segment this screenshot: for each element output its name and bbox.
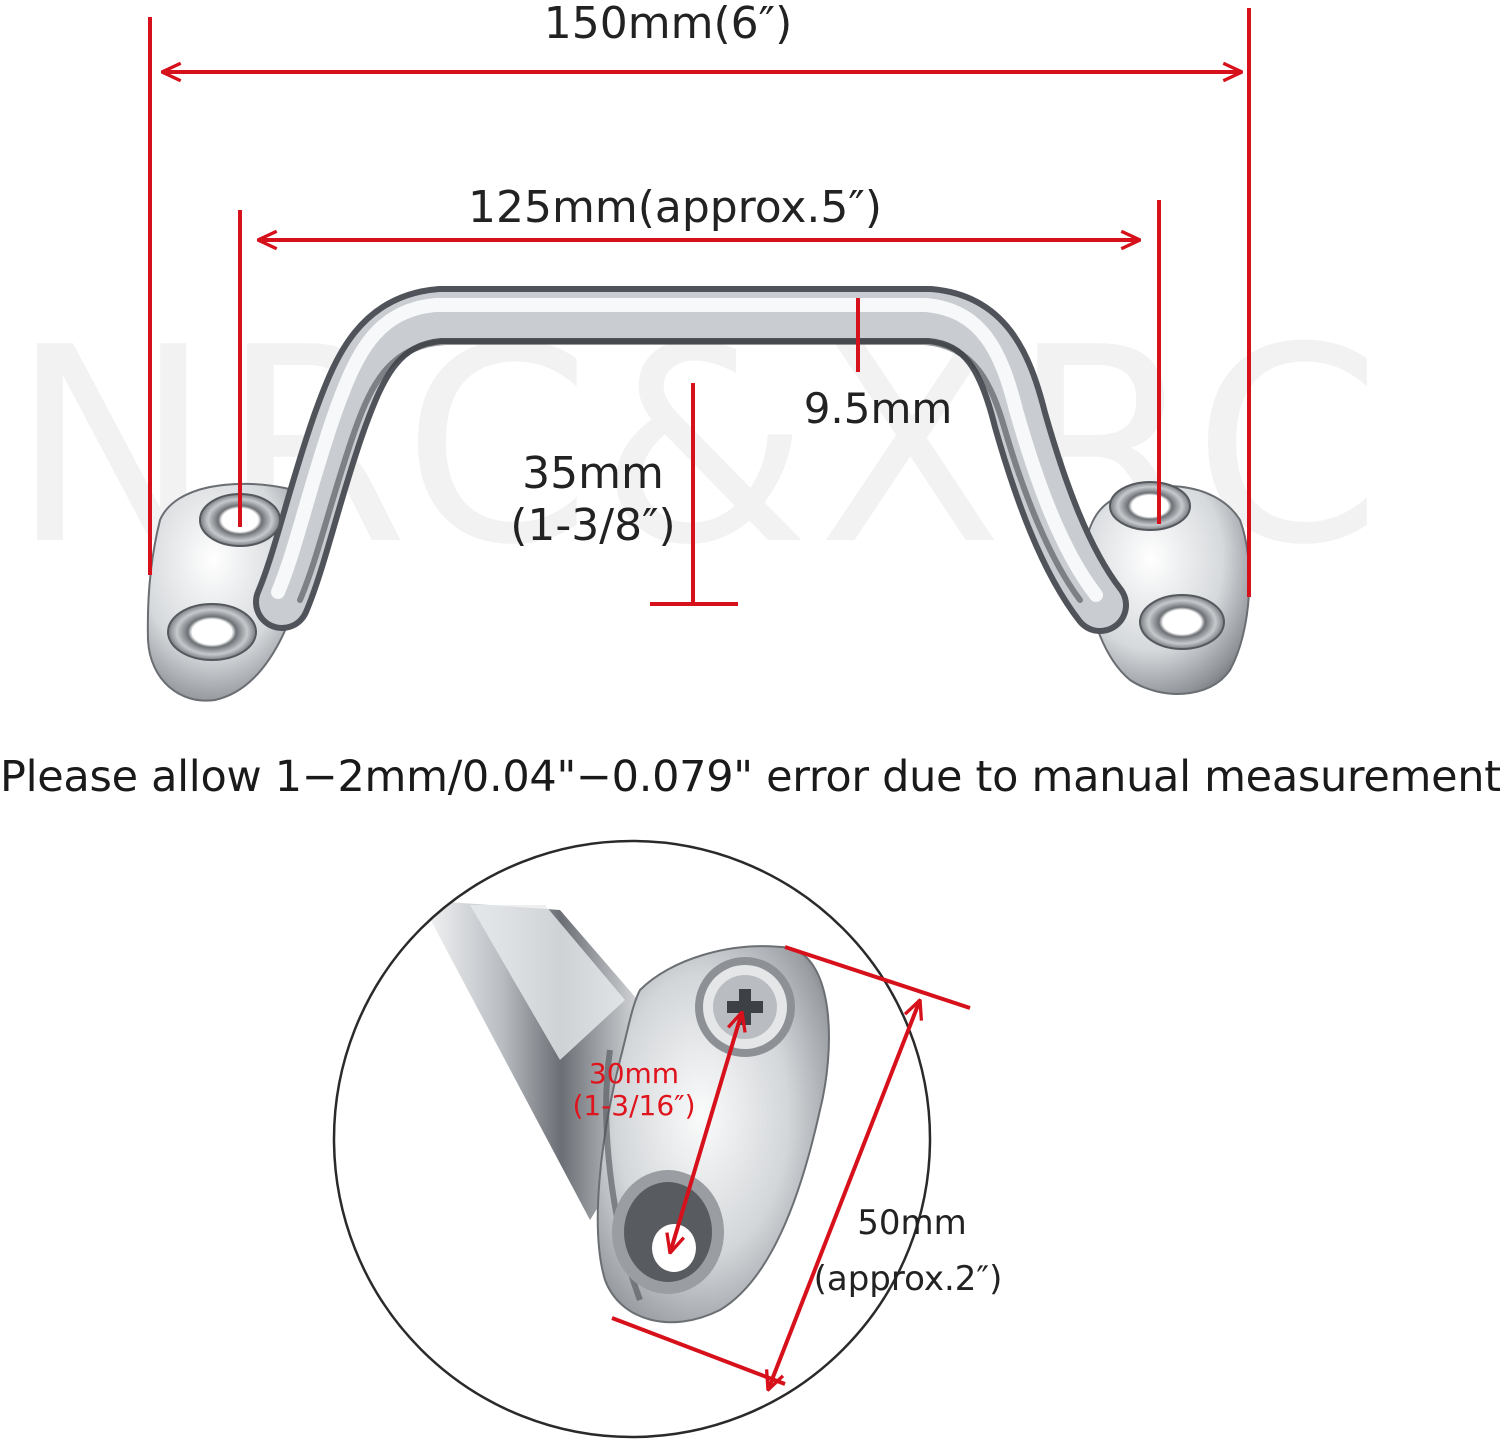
base-length-in-label: (approx.2″)	[814, 1259, 1003, 1299]
base-length-mm-label: 50mm	[857, 1203, 967, 1243]
base-ext-line-top	[784, 945, 971, 1010]
base-length-arrow	[768, 1000, 920, 1390]
hole-spacing-label: 125mm(approx.5″)	[468, 182, 882, 233]
height-in-label: (1-3/8″)	[510, 500, 675, 551]
overall-length-label: 150mm(6″)	[544, 0, 792, 49]
hole-pitch-arrow	[670, 1012, 742, 1253]
tube-diameter-label: 9.5mm	[804, 384, 953, 433]
base-ext-line-bottom	[611, 1316, 786, 1386]
height-mm-label: 35mm	[522, 448, 664, 499]
hole-pitch-in-label: (1-3/16″)	[572, 1089, 695, 1122]
measurement-error-note: Please allow 1−2mm/0.04"−0.079" error du…	[0, 752, 1500, 802]
detail-dimension-lines	[611, 945, 971, 1390]
detail-magnifier	[332, 839, 932, 1439]
hole-pitch-mm-label: 30mm	[589, 1057, 679, 1090]
dimension-lines	[148, 8, 1251, 606]
